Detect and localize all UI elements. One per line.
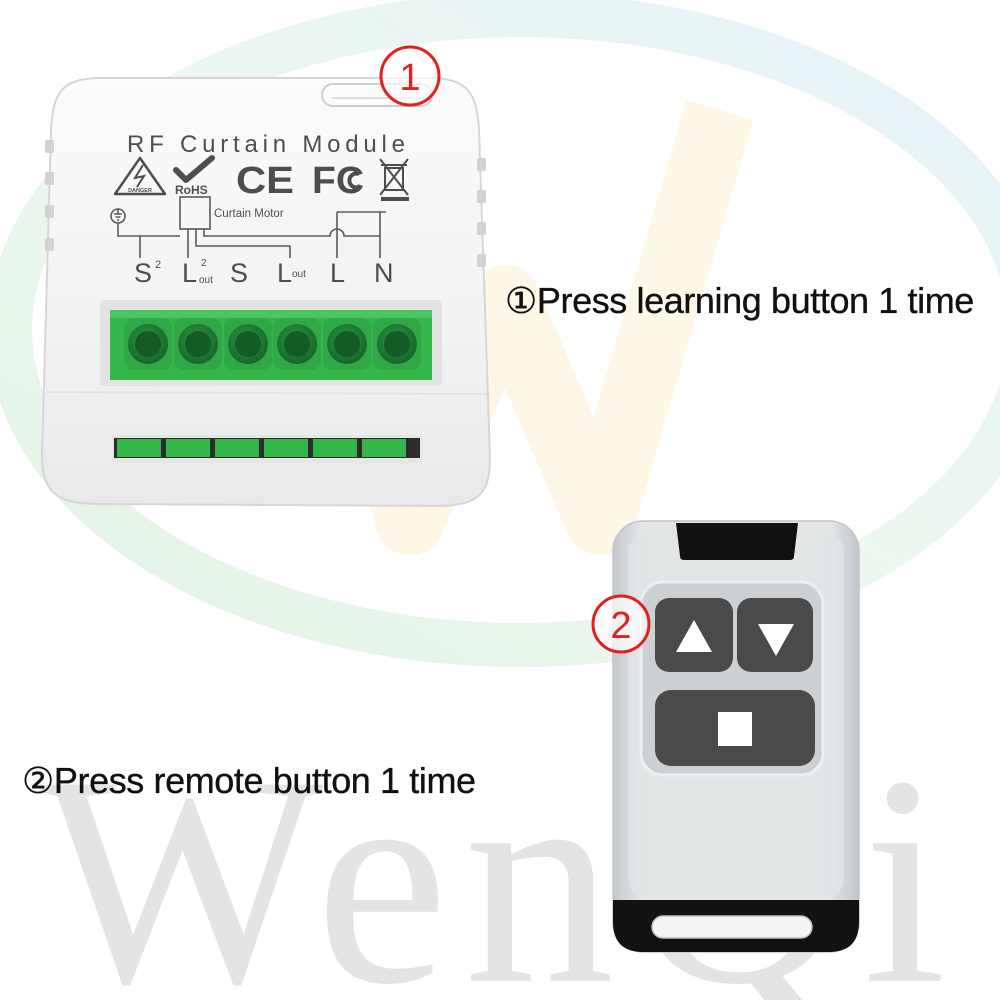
step-1-marker: 1 [379, 45, 441, 107]
terminal-label: S [230, 258, 248, 288]
danger-label: DANGER [128, 188, 152, 194]
remote-top-cap [676, 523, 798, 560]
terminal-block [110, 310, 432, 380]
terminal-label: L [182, 258, 197, 288]
terminal-label: N [374, 258, 394, 288]
terminal-label: L [277, 258, 292, 288]
remote-control [612, 520, 860, 953]
terminal-label: S [134, 258, 152, 288]
terminal-labels: S 2 L 2 out S L out L N [134, 258, 394, 288]
terminal-label: L [330, 258, 345, 288]
instruction-step-1: ①Press learning button 1 time [505, 280, 975, 321]
terminal-sub: out [199, 275, 213, 286]
terminal-screw [323, 318, 371, 370]
keyring-slot [651, 915, 813, 939]
step-2-number: 2 [610, 605, 631, 647]
down-button [737, 598, 813, 672]
step-1-number: 1 [399, 57, 420, 99]
terminal-sup: 2 [201, 258, 207, 269]
module-bottom-slot [112, 435, 422, 463]
terminal-screw [273, 318, 321, 370]
step-2-marker: 2 [591, 594, 651, 654]
danger-triangle-icon: DANGER [113, 156, 167, 196]
terminal-screw [224, 318, 272, 370]
stop-button [655, 690, 815, 766]
terminal-screw [373, 318, 421, 370]
terminal-screw [174, 318, 222, 370]
module-front-ledge [45, 391, 488, 395]
up-arrow-icon [676, 620, 712, 652]
down-arrow-icon [758, 624, 794, 656]
stop-square-icon [718, 712, 752, 746]
module-body [40, 77, 492, 508]
instruction-step-2: ②Press remote button 1 time [22, 760, 476, 801]
terminal-screw [124, 318, 172, 370]
rohs-label: RoHS [175, 183, 208, 197]
module-title: RF Curtain Module [127, 131, 405, 158]
motor-box [179, 196, 211, 230]
ce-mark: CE [236, 160, 294, 202]
wiring-diagram [110, 196, 386, 258]
curtain-motor-label: Curtain Motor [214, 208, 284, 220]
fcc-mark: FC [312, 160, 364, 202]
terminal-sub: out [292, 269, 306, 280]
module-side-vents [45, 140, 486, 267]
curtain-module: RF Curtain Module DANGER RoHS CE FC [40, 77, 492, 508]
up-button [655, 598, 733, 672]
rohs-check-icon: RoHS [173, 155, 215, 197]
terminal-sup: 2 [155, 259, 161, 271]
weee-bin-icon [379, 158, 409, 201]
fcc-label: FC [312, 160, 364, 202]
